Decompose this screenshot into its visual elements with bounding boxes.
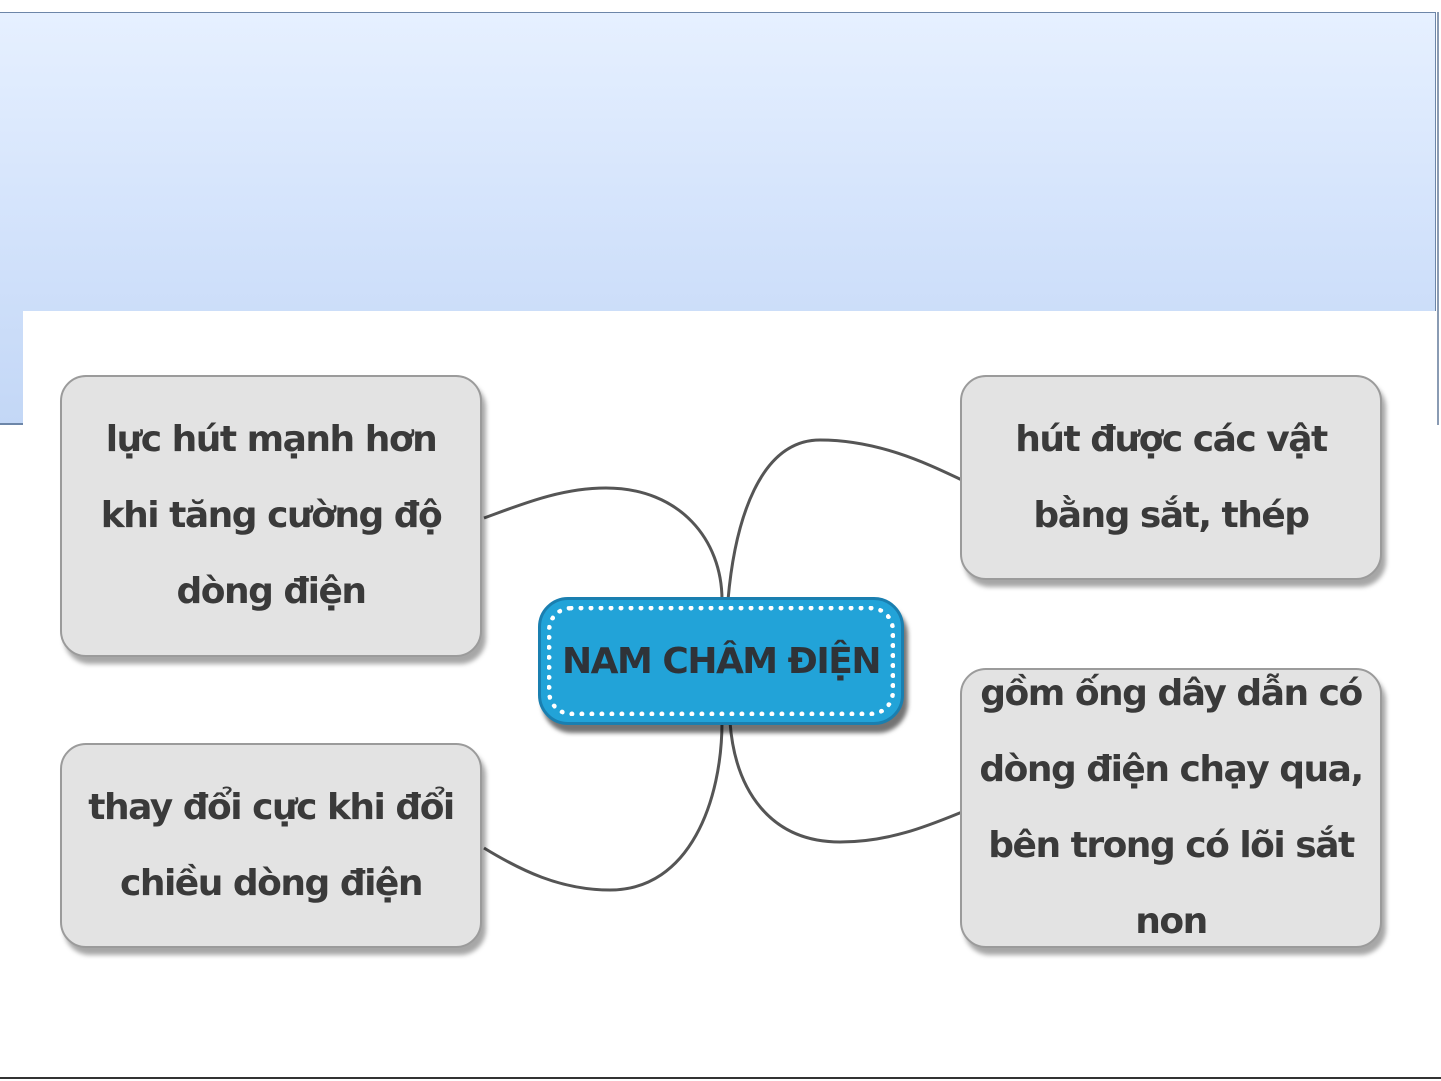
mindmap-node-right-bottom: gồm ống dây dẫn có dòng điện chạy qua, b…	[960, 668, 1382, 948]
node-label: gồm ống dây dẫn có dòng điện chạy qua, b…	[972, 656, 1370, 960]
node-label: hút được các vật bằng sắt, thép	[976, 402, 1366, 554]
connector-to-node-3	[730, 722, 962, 842]
mindmap-node-left-bottom: thay đổi cực khi đổi chiều dòng điện	[60, 743, 482, 948]
slide-bottom-rule	[0, 1077, 1441, 1079]
connector-to-node-0	[484, 488, 722, 600]
node-label: thay đổi cực khi đổi chiều dòng điện	[76, 770, 466, 922]
connector-to-node-2	[728, 440, 962, 600]
mindmap-node-right-top: hút được các vật bằng sắt, thép	[960, 375, 1382, 580]
mindmap-node-left-top: lực hút mạnh hơn khi tăng cường độ dòng …	[60, 375, 482, 657]
mindmap-center-node: NAM CHÂM ĐIỆN	[538, 597, 904, 725]
node-label: lực hút mạnh hơn khi tăng cường độ dòng …	[76, 402, 466, 630]
connector-to-node-1	[484, 722, 722, 890]
center-node-label: NAM CHÂM ĐIỆN	[541, 600, 901, 722]
